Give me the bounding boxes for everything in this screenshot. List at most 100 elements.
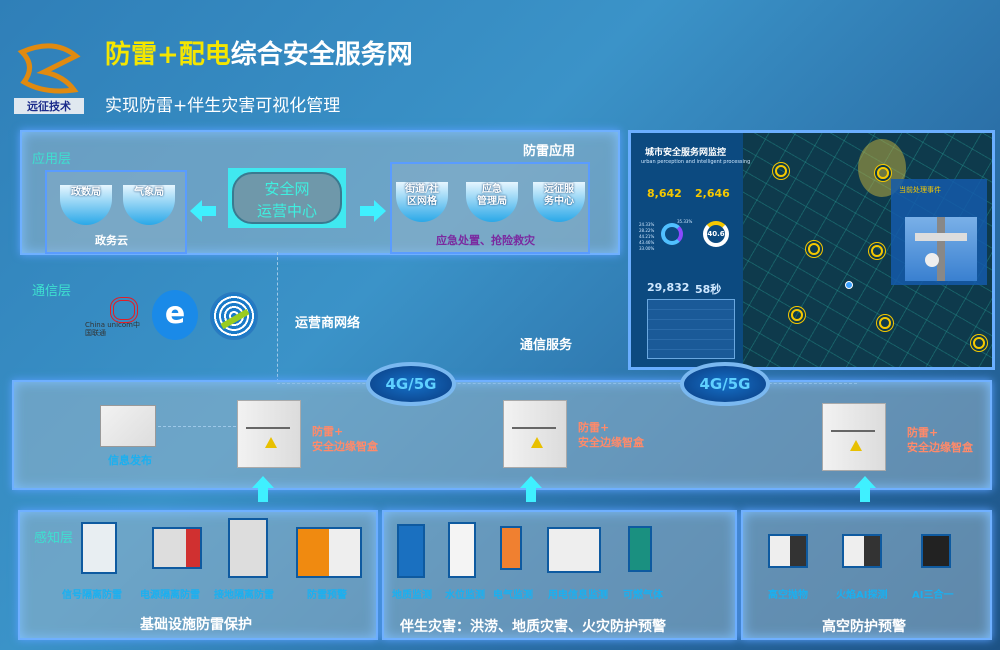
- arrow-up-icon: [854, 476, 876, 502]
- event-title: 当前处理事件: [899, 186, 941, 194]
- donut-chart: [661, 223, 683, 245]
- geology-sensor-image: [397, 524, 425, 578]
- dashboard-title: 城市安全服务网监控: [645, 148, 727, 158]
- emergency-item: 远征服务中心: [533, 182, 585, 222]
- arrow-up-icon: [252, 476, 274, 502]
- camera-image: [905, 217, 977, 281]
- gas-detector-image: [628, 526, 652, 572]
- device-label: AI三合一: [912, 590, 954, 601]
- logo-icon: [17, 43, 81, 94]
- water-level-image: [448, 522, 476, 578]
- map-pin-icon[interactable]: [877, 167, 889, 179]
- china-mobile-logo: [210, 292, 258, 340]
- info-publish-label: 信息发布: [108, 454, 152, 467]
- map-pin-icon[interactable]: [879, 317, 891, 329]
- donut-gauge: 40.6: [703, 221, 729, 247]
- city-map[interactable]: 当前处理事件: [743, 133, 992, 367]
- gov-item: 政数局: [60, 185, 112, 225]
- page-title: 防雷+配电综合安全服务网: [105, 34, 413, 71]
- device-label: 电源隔离防雷: [140, 590, 200, 601]
- ai-box-image: [921, 534, 951, 568]
- camera-image: [842, 534, 882, 568]
- info-map-thumbnail[interactable]: [100, 405, 156, 447]
- legend-value: 43.46%: [639, 240, 655, 245]
- emergency-caption: 应急处置、抢险救灾: [436, 234, 535, 247]
- event-table: [647, 299, 735, 359]
- device-label: 高空抛物: [768, 590, 808, 601]
- high-altitude-panel: [741, 510, 992, 640]
- power-info-meter-image: [547, 527, 601, 573]
- dashboard-subtitle: urban perception and intelligent process…: [641, 159, 751, 165]
- device-label: 地质监测: [392, 590, 432, 601]
- device-label: 火焰AI探测: [836, 590, 888, 601]
- operation-center-line1: 安全网: [264, 180, 310, 198]
- event-popup: 当前处理事件: [891, 179, 987, 285]
- logo: 远征技术: [14, 42, 84, 114]
- device-label: 信号隔离防雷: [62, 590, 122, 601]
- electric-meter-image: [500, 526, 522, 570]
- monitoring-dashboard[interactable]: 当前处理事件 城市安全服务网监控 urban perception and in…: [628, 130, 995, 370]
- edge-box-device[interactable]: [237, 400, 301, 468]
- gov-item: 气象局: [123, 185, 175, 225]
- stat-value: 58秒: [695, 283, 722, 296]
- edge-box-label: 防雷+安全边缘智盒: [907, 426, 973, 454]
- device-label: 用电信息监测: [548, 590, 608, 601]
- lightning-app-title: 防雷应用: [523, 144, 576, 159]
- title-main: 综合安全服务网: [230, 40, 413, 70]
- arrow-left-icon: [190, 200, 216, 222]
- title-highlight: 防雷+配电: [105, 40, 231, 70]
- arrow-right-icon: [360, 200, 386, 222]
- map-pin-icon[interactable]: [973, 337, 985, 349]
- page-subtitle: 实现防雷+伴生灾害可视化管理: [105, 96, 341, 116]
- operation-center[interactable]: 安全网 运营中心: [228, 168, 346, 228]
- perception-layer-label: 感知层: [34, 531, 74, 546]
- legend-value: 44.21%: [639, 234, 655, 239]
- emergency-item: 应急管理局: [466, 182, 518, 222]
- china-telecom-logo: e: [152, 290, 198, 340]
- alarm-image: [296, 527, 362, 578]
- gov-cloud-caption: 政务云: [95, 234, 128, 247]
- edge-box-device[interactable]: [822, 403, 886, 471]
- network-badge: 4G/5G: [366, 362, 456, 406]
- connector-line: [158, 426, 236, 427]
- panel-title: 基础设施防雷保护: [140, 617, 252, 633]
- legend-value: 28.22%: [639, 228, 655, 233]
- panel-title: 高空防护预警: [822, 619, 906, 635]
- comm-layer-label: 通信层: [32, 284, 72, 299]
- stat-value: 2,646: [695, 187, 730, 200]
- legend-value: 33.00%: [639, 246, 655, 251]
- map-pin-icon[interactable]: [791, 309, 803, 321]
- device-label: 电气监测: [493, 590, 533, 601]
- camera-image: [768, 534, 808, 568]
- ground-protector-image: [228, 518, 268, 578]
- edge-box-label: 防雷+安全边缘智盒: [578, 421, 644, 449]
- logo-text: 远征技术: [14, 98, 84, 114]
- device-label: 水位监测: [445, 590, 485, 601]
- connector-line: [277, 252, 278, 382]
- dashboard-stats: 城市安全服务网监控 urban perception and intellige…: [631, 133, 750, 367]
- map-pin-icon[interactable]: [808, 243, 820, 255]
- operation-center-line2: 运营中心: [256, 202, 317, 220]
- map-pin-icon[interactable]: [871, 245, 883, 257]
- signal-protector-image: [81, 522, 117, 574]
- network-badge: 4G/5G: [680, 362, 770, 406]
- legend-value: 35.33%: [677, 219, 693, 224]
- emergency-item: 街道/社区网格: [396, 182, 448, 222]
- arrow-up-icon: [520, 476, 542, 502]
- china-unicom-logo: China unicom中国联通: [85, 297, 145, 337]
- map-pin-icon[interactable]: [775, 165, 787, 177]
- operator-network-label: 运营商网络: [295, 316, 361, 331]
- power-protector-image: [152, 527, 202, 569]
- comm-service-label: 通信服务: [520, 338, 573, 353]
- device-label: 可燃气体: [623, 590, 663, 601]
- application-layer-label: 应用层: [32, 152, 72, 167]
- current-location-icon: [845, 281, 853, 289]
- legend-value: 24.33%: [639, 222, 655, 227]
- device-label: 防雷预警: [307, 590, 347, 601]
- edge-box-device[interactable]: [503, 400, 567, 468]
- edge-box-label: 防雷+安全边缘智盒: [312, 425, 378, 453]
- panel-title: 伴生灾害：洪涝、地质灾害、火灾防护预警: [400, 619, 666, 635]
- stat-value: 8,642: [647, 187, 682, 200]
- stat-value: 29,832: [647, 281, 690, 294]
- device-label: 接地隔离防雷: [214, 590, 274, 601]
